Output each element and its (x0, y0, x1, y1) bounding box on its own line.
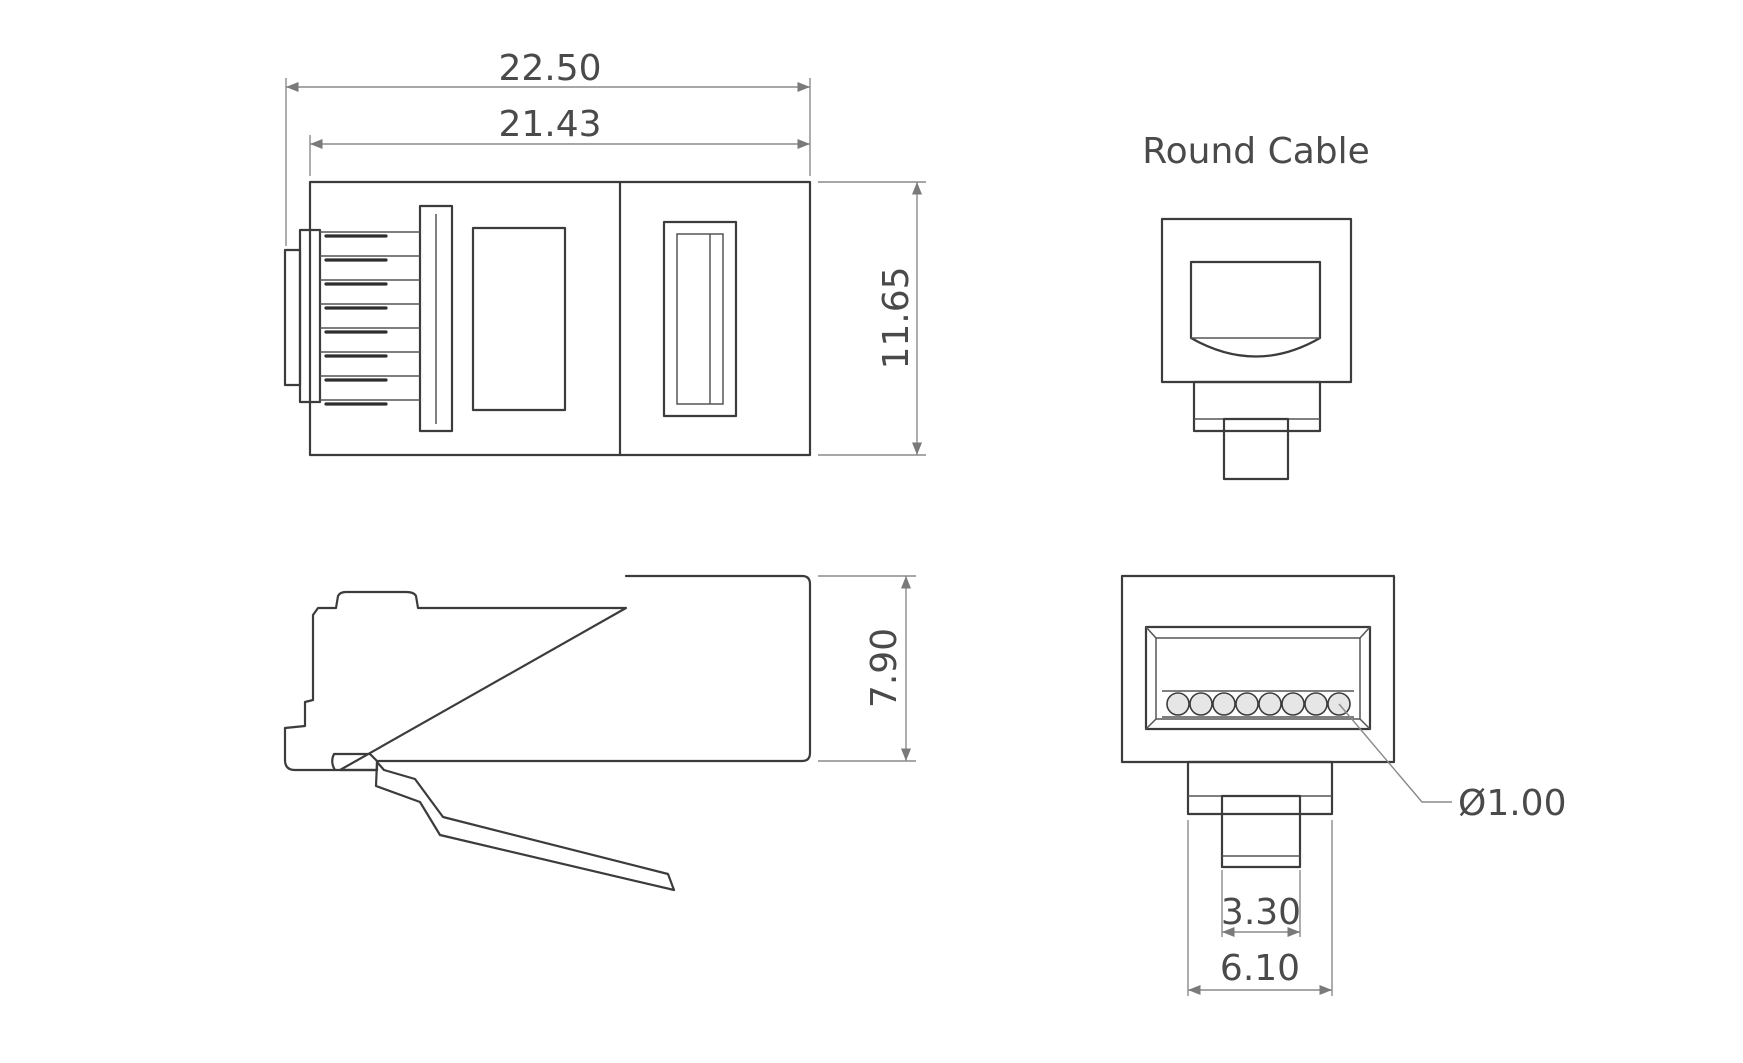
dim-outer-tab-width: 6.10 (1220, 948, 1300, 989)
top-view: 22.50 21.43 11.65 (283, 48, 926, 457)
dim-inner-tab-width: 3.30 (1221, 892, 1301, 933)
round-cable-title: Round Cable (1142, 131, 1370, 172)
dim-height: 7.90 (864, 628, 905, 708)
dim-body-length: 21.43 (498, 104, 601, 145)
front-view (1120, 574, 1396, 869)
round-cable-view: Round Cable (1142, 131, 1370, 481)
front-dimensions: Ø1.00 3.30 6.10 (1187, 703, 1567, 996)
contact-lines (320, 231, 420, 406)
dim-overall-length: 22.50 (498, 48, 601, 89)
height-dimension: 7.90 (818, 575, 916, 762)
contact-circles (1166, 692, 1351, 716)
dim-width: 11.65 (876, 266, 917, 369)
side-view (283, 574, 812, 892)
dim-contact-diameter: Ø1.00 (1458, 783, 1567, 824)
